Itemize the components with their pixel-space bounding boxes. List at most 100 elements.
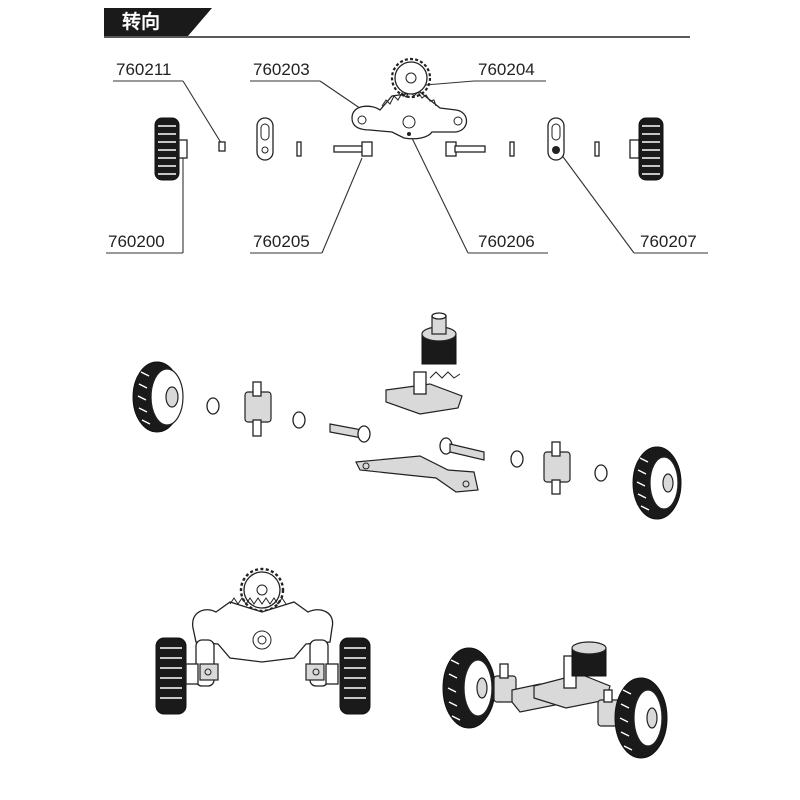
pinion-gear-assembled — [239, 567, 285, 613]
part-label-760203: 760203 — [253, 60, 310, 79]
tread-pattern — [636, 457, 650, 511]
washer — [509, 141, 515, 157]
wheel-iso-right — [632, 446, 682, 520]
gear-bore — [405, 72, 417, 84]
knuckle-block — [305, 663, 325, 681]
header-banner — [104, 8, 212, 36]
leader-line — [321, 157, 363, 254]
part-label-760211: 760211 — [116, 60, 171, 79]
washer — [296, 141, 302, 157]
knuckle-post — [252, 419, 262, 437]
pivot-point — [407, 132, 411, 136]
steering-plate — [351, 90, 468, 140]
hub — [178, 139, 188, 159]
knuckle-hole — [312, 668, 320, 676]
assembled-front-view — [155, 567, 371, 715]
pivot-hole — [402, 115, 416, 129]
tire — [339, 637, 371, 715]
wheel-left — [154, 117, 188, 181]
part-label-760206: 760206 — [478, 232, 535, 251]
part-label-760207: 760207 — [640, 232, 697, 251]
gear-body — [394, 61, 428, 95]
washer — [206, 397, 220, 415]
wheel-assembled-right — [325, 637, 371, 715]
tread-pattern — [447, 659, 461, 721]
tread-pattern — [158, 125, 176, 175]
hub-cap — [646, 707, 658, 729]
exploded-isometric-view — [132, 312, 682, 520]
plate-hole — [357, 115, 367, 125]
steering-knuckle-left — [256, 117, 274, 161]
knuckle-hole — [552, 146, 560, 154]
section-header: 转向 — [104, 8, 690, 38]
assembled-isometric-view — [442, 641, 668, 759]
pin-shaft — [454, 145, 486, 153]
tread-pattern — [160, 647, 182, 699]
tie-rod-hole — [462, 480, 470, 488]
tread-pattern — [137, 371, 151, 425]
plate-body — [351, 91, 468, 140]
knuckle-slot — [260, 123, 270, 141]
knuckle-post — [551, 479, 561, 495]
pin-shaft — [333, 145, 365, 153]
gear-top — [571, 641, 607, 655]
pinion-gear-top — [390, 57, 432, 99]
leader-line — [409, 133, 469, 254]
knuckle-assembled-right — [305, 639, 329, 687]
hub-cap — [662, 473, 674, 493]
knuckle-slot — [551, 123, 561, 141]
knuckle-iso-left — [244, 381, 272, 437]
pin-shaft — [329, 423, 363, 439]
tread-pattern — [344, 647, 366, 699]
steering-plate — [192, 601, 334, 663]
pin-head — [357, 425, 371, 443]
axle-pin-iso-left — [329, 423, 371, 443]
knuckle-hole — [204, 668, 212, 676]
hub — [185, 663, 199, 685]
part-label-760200: 760200 — [108, 232, 165, 251]
exploded-front-view — [154, 57, 664, 181]
knuckle-hole — [261, 146, 269, 154]
pivot-bore — [257, 635, 267, 645]
pin-head — [361, 141, 373, 157]
plate-post — [413, 371, 427, 395]
steering-knuckle-right — [547, 117, 565, 161]
gear-teeth — [229, 597, 287, 605]
wheel-iso-left — [132, 361, 184, 433]
pinion-gear-iso-asm — [571, 641, 607, 677]
steering-plate-iso — [385, 371, 463, 415]
wheel-iso-asm-right — [614, 677, 668, 759]
washer — [510, 450, 524, 468]
tread-pattern — [619, 689, 633, 751]
pinion-gear-iso — [421, 312, 457, 365]
section-title: 转向 — [122, 10, 160, 33]
wheel-assembled-left — [155, 637, 199, 715]
tire — [638, 117, 664, 181]
gear-bore — [256, 584, 268, 596]
tie-rod-hole — [362, 462, 370, 470]
axle-pin-right — [445, 141, 486, 157]
hub — [629, 139, 640, 159]
tread-pattern — [642, 125, 660, 175]
tire — [154, 117, 180, 181]
knuckle-assembled-left — [195, 639, 219, 687]
knuckle-post — [499, 663, 509, 679]
part-labels: 760211 760203 760204 760200 760205 76020… — [106, 60, 708, 254]
gear-body — [243, 571, 281, 609]
plate-body — [385, 383, 463, 415]
part-label-760205: 760205 — [253, 232, 310, 251]
leader-line — [557, 149, 635, 254]
wheel-right — [629, 117, 664, 181]
knuckle-post — [252, 381, 262, 397]
hub-cap — [476, 677, 488, 699]
part-label-760204: 760204 — [478, 60, 535, 79]
axle-pin-iso-right — [439, 437, 485, 461]
axle-pin-left — [333, 141, 373, 157]
knuckle-block — [199, 663, 219, 681]
gear-teeth — [429, 371, 461, 379]
tie-rod-iso — [355, 455, 479, 493]
knuckle-post — [551, 441, 561, 457]
pin-shaft — [449, 443, 485, 461]
wheel-iso-asm-left — [442, 647, 496, 729]
